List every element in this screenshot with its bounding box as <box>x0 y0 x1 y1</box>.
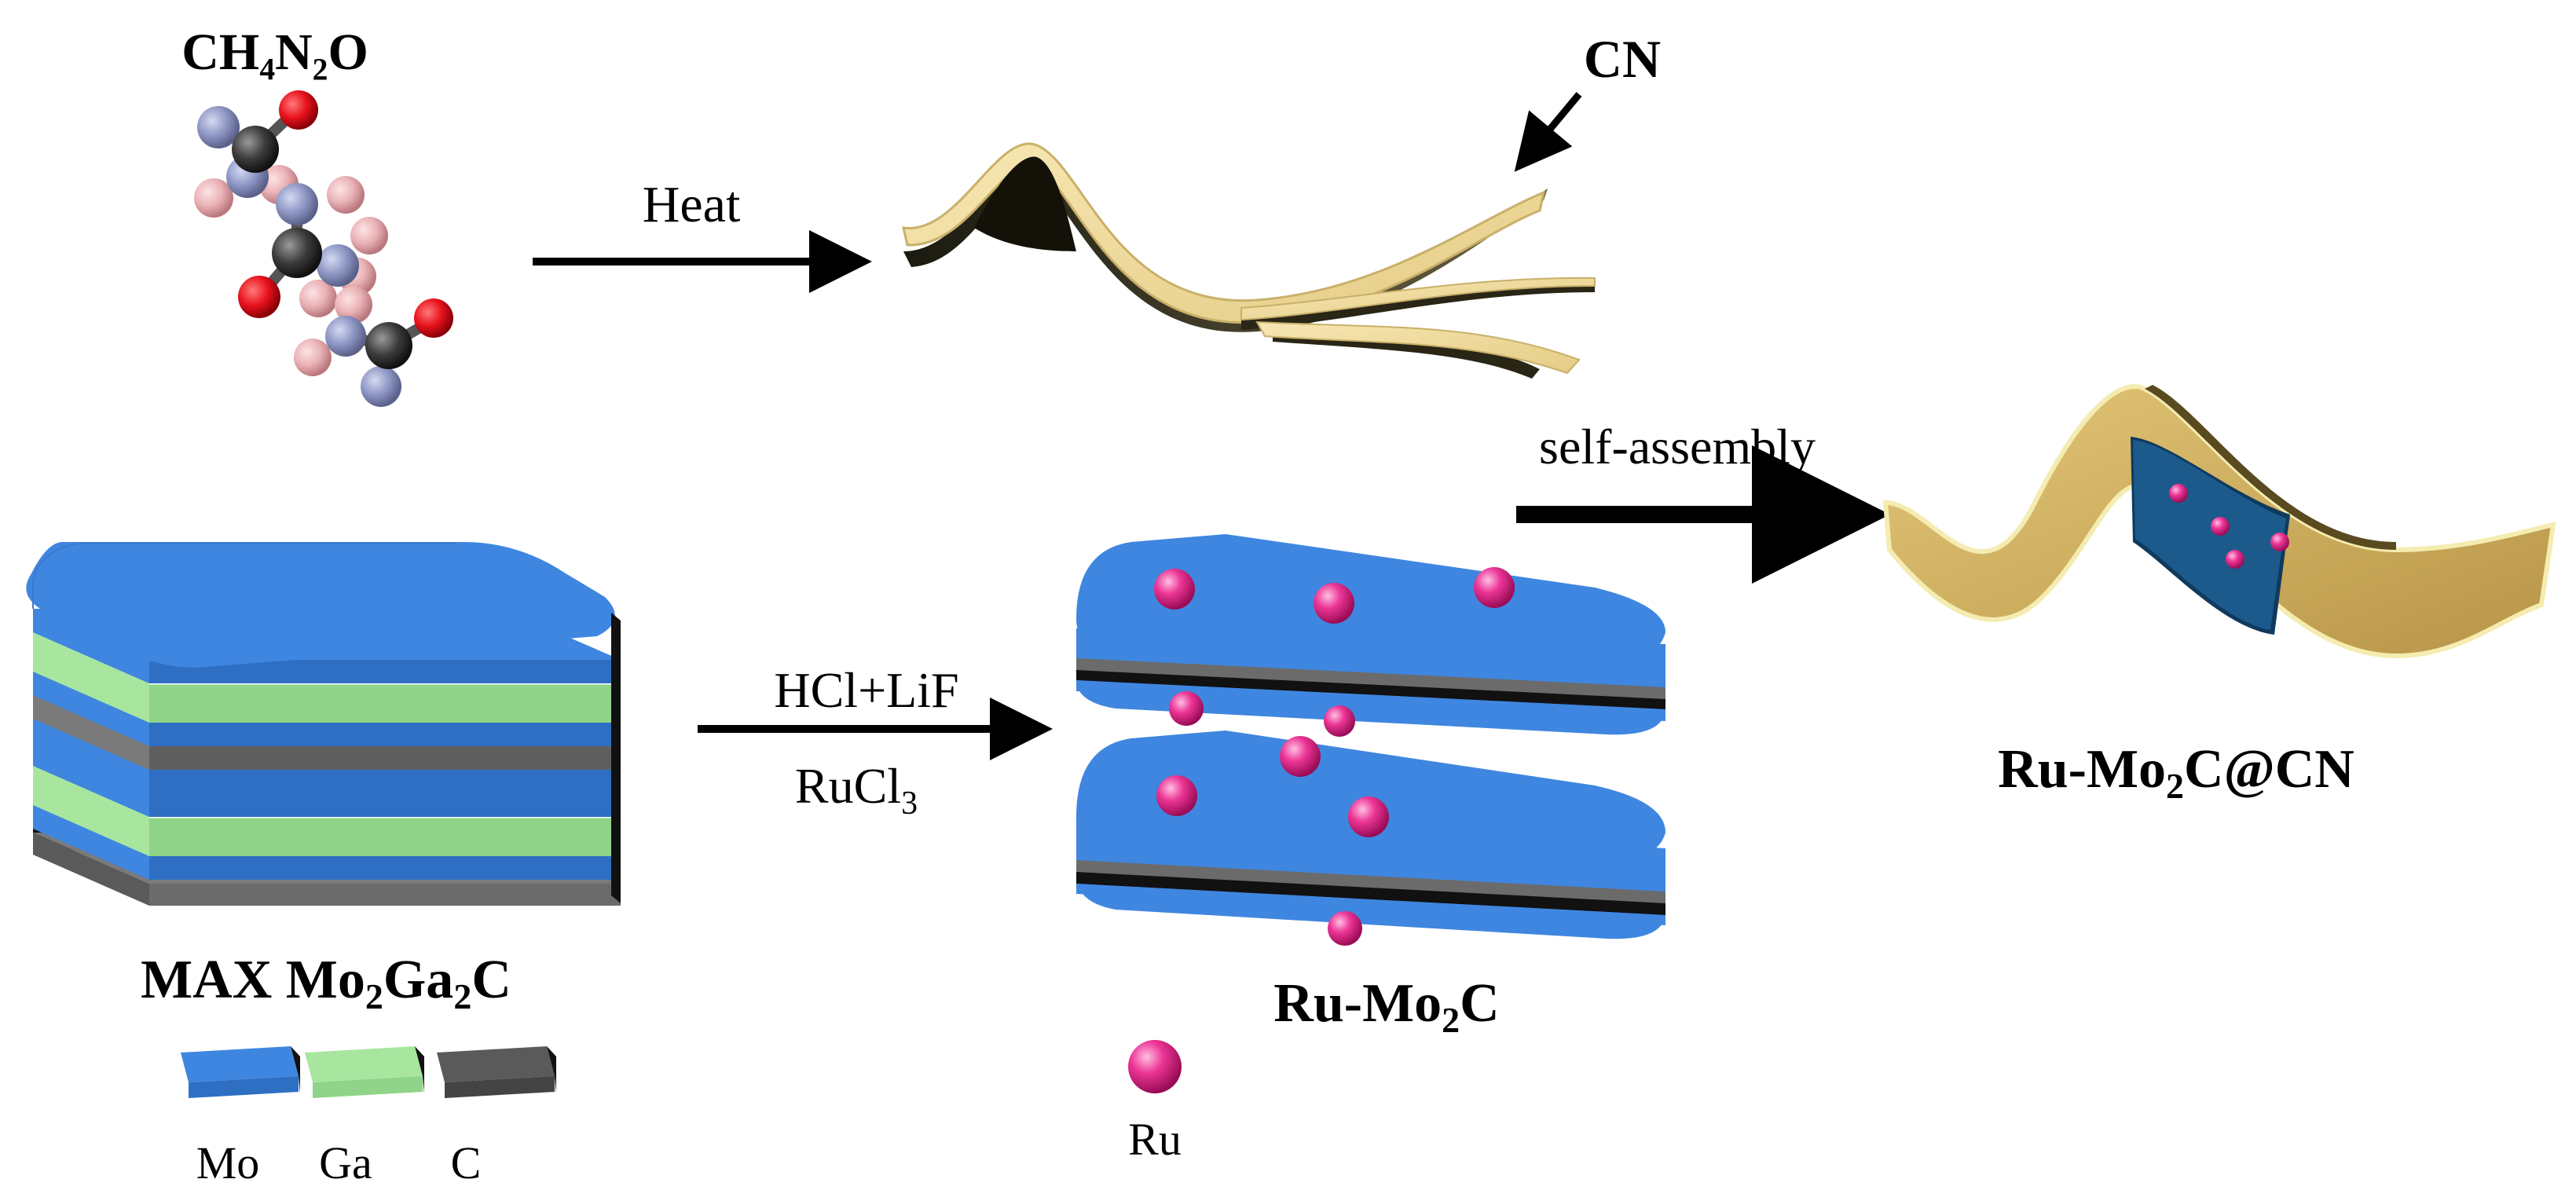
urea-molecule-group <box>194 90 453 407</box>
precursor-label: CH₄N₂O <box>181 24 368 81</box>
self-assembly-label: self-assembly <box>1539 419 1816 474</box>
max-layer-mo-top <box>26 542 621 683</box>
heat-label: Heat <box>643 176 741 233</box>
cn-label: CN <box>1584 29 1661 89</box>
legend-swatch-c <box>437 1046 556 1098</box>
cn-pointer-arrow <box>1514 92 1582 172</box>
etch-label-reagents: HCl+LiF <box>774 662 958 718</box>
cn-sheet <box>902 142 1596 379</box>
composite-ru-atoms <box>2169 484 2289 569</box>
ru-mo2c-label: Ru-Mo2C <box>1273 973 1499 1040</box>
legend-label-mo: Mo <box>196 1137 260 1188</box>
legend-swatch-mo <box>181 1046 300 1098</box>
etch-label-ruthenium-salt: RuCl3 <box>795 758 918 822</box>
legend-label-ru: Ru <box>1128 1114 1182 1165</box>
ru-mo2c-upper-slab <box>1076 534 1665 735</box>
ru-mo2c-cn-label: Ru-Mo2C@CN <box>1998 739 2354 806</box>
legend: Mo Ga C <box>181 1046 556 1188</box>
ru-legend-atom <box>1128 1040 1182 1093</box>
max-label: MAX Mo2Ga2C <box>141 950 511 1016</box>
ru-mo2c-stack <box>1076 534 1665 946</box>
ru-mo2c-lower-slab <box>1076 730 1665 939</box>
ru-atoms <box>1154 567 1515 946</box>
legend-swatch-ga <box>305 1046 424 1098</box>
max-layer-stack <box>26 542 621 906</box>
ru-mo2c-cn-composite <box>1882 384 2556 659</box>
legend-label-c: C <box>451 1137 482 1188</box>
legend-label-ga: Ga <box>319 1137 372 1188</box>
